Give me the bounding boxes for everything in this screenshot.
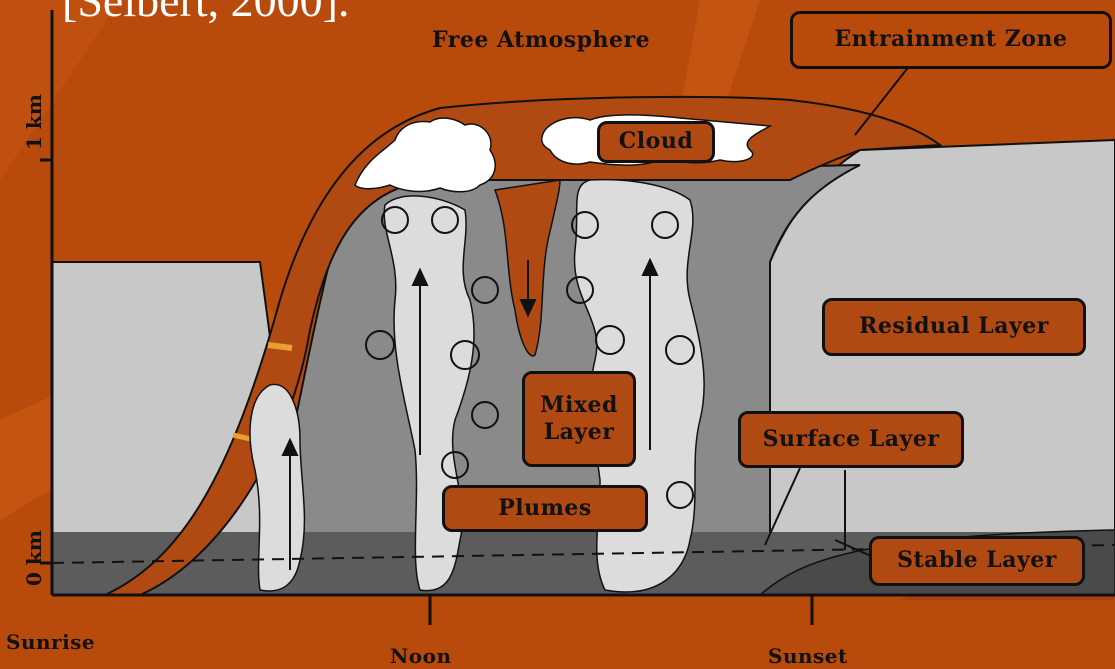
surface-layer-label: Surface Layer bbox=[763, 426, 940, 454]
free-atmosphere-label: Free Atmosphere bbox=[432, 27, 650, 53]
mixed-layer-box: Mixed Layer bbox=[522, 371, 636, 467]
x-axis-label-noon: Noon bbox=[390, 644, 452, 668]
citation: [Seibert, 2000]. bbox=[62, 0, 349, 27]
plumes-label: Plumes bbox=[498, 495, 592, 523]
mixed-layer-label-line1: Mixed bbox=[540, 392, 618, 420]
x-axis-label-sunset: Sunset bbox=[768, 644, 848, 668]
cloud-box: Cloud bbox=[597, 121, 715, 163]
residual-layer-right bbox=[760, 140, 1115, 595]
x-axis-label-sunrise: Sunrise bbox=[6, 630, 95, 654]
plumes-box: Plumes bbox=[442, 485, 648, 532]
y-axis-label-0km: 0 km bbox=[22, 530, 46, 586]
entrainment-zone-label: Entrainment Zone bbox=[835, 26, 1068, 54]
surface-layer-box: Surface Layer bbox=[738, 411, 964, 468]
entrainment-zone-box: Entrainment Zone bbox=[790, 11, 1112, 69]
entrainment-mark-1 bbox=[268, 345, 292, 348]
residual-layer-box: Residual Layer bbox=[822, 298, 1086, 356]
stable-layer-label: Stable Layer bbox=[897, 547, 1057, 575]
mixed-layer-label-line2: Layer bbox=[544, 419, 615, 447]
y-axis-label-1km: 1 km bbox=[22, 94, 46, 150]
residual-layer-label: Residual Layer bbox=[859, 313, 1049, 341]
stable-layer-box: Stable Layer bbox=[869, 536, 1085, 586]
cloud-label: Cloud bbox=[619, 128, 693, 156]
